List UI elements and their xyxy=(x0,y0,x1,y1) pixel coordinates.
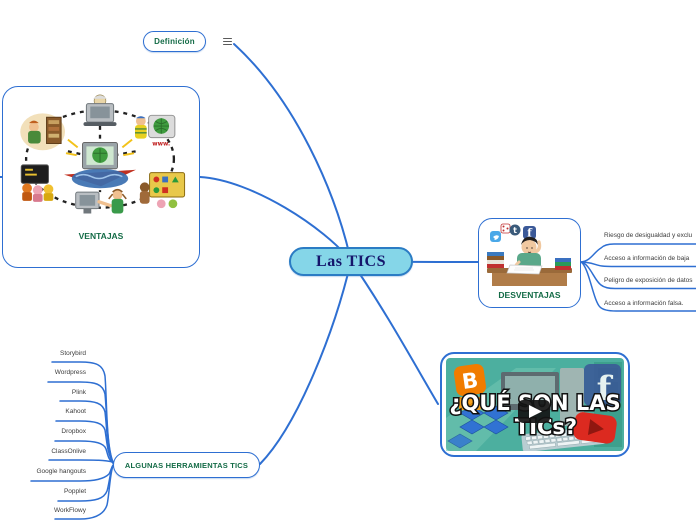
edge-tools-item-3 xyxy=(55,420,114,464)
edge-tools-item-4 xyxy=(54,440,114,464)
tool-item-wordpress[interactable]: Wordpress xyxy=(54,369,86,376)
edge-desventajas-item-0 xyxy=(580,243,696,263)
desventaja-item-baja-calidad[interactable]: Acceso a información de baja xyxy=(604,255,690,262)
svg-text:f: f xyxy=(597,369,614,409)
tumblr-icon xyxy=(509,224,521,236)
edge-desventajas-item-2 xyxy=(580,261,696,290)
topic-definicion[interactable]: Definición xyxy=(143,31,206,52)
ventajas-clipart: www. xyxy=(20,94,186,214)
desventajas-clipart: t f xyxy=(487,223,572,286)
edge-center-definition xyxy=(233,43,352,262)
edge-center-video xyxy=(350,260,439,405)
youtube-icon xyxy=(573,412,617,444)
edge-desventajas-item-3 xyxy=(580,261,696,312)
video-thumbnail: B f ¿QUÉ SON LAS TICs? xyxy=(446,358,624,451)
edge-desventajas-item-1 xyxy=(580,261,696,268)
tool-item-popplet[interactable]: Popplet xyxy=(63,488,86,495)
desventaja-item-desigualdad[interactable]: Riesgo de desigualdad y exclu xyxy=(604,232,693,239)
tool-item-storybird[interactable]: Storybird xyxy=(59,350,86,357)
facebook-icon: f xyxy=(584,364,621,409)
desventaja-item-info-falsa[interactable]: Acceso a información falsa. xyxy=(604,300,684,307)
svg-text:t: t xyxy=(513,226,517,235)
notes-icon[interactable] xyxy=(223,37,232,46)
central-topic[interactable]: Las TICS xyxy=(289,247,413,276)
tool-item-google-hangouts[interactable]: Google hangouts xyxy=(36,468,86,475)
edge-tools-item-8 xyxy=(54,465,114,520)
tool-item-classonlive[interactable]: ClassOnlive xyxy=(51,448,86,455)
tool-item-workflowy[interactable]: WorkFlowy xyxy=(53,507,86,514)
edge-tools-item-5 xyxy=(48,459,114,463)
svg-text:f: f xyxy=(527,227,533,240)
desventaja-item-exposicion[interactable]: Peligro de exposición de datos xyxy=(604,277,693,284)
edge-tools-item-2 xyxy=(59,400,114,464)
svg-text:B: B xyxy=(461,368,480,394)
edge-center-tools xyxy=(259,260,352,465)
tool-item-kahoot[interactable]: Kahoot xyxy=(65,408,86,415)
topic-desventajas[interactable]: t f DESVENTAJAS xyxy=(478,218,581,308)
desventajas-caption: DESVENTAJAS xyxy=(498,290,561,300)
dice-icon xyxy=(500,223,511,234)
facebook-icon xyxy=(523,226,536,239)
envelope-icon xyxy=(459,397,481,410)
topic-herramientas[interactable]: ALGUNAS HERRAMIENTAS TICS xyxy=(113,452,260,478)
tool-item-dropbox[interactable]: Dropbox xyxy=(61,428,86,435)
tool-item-plink[interactable]: Plink xyxy=(71,389,86,396)
topic-ventajas[interactable]: www. VENTAJAS xyxy=(2,86,200,268)
ventajas-caption: VENTAJAS xyxy=(78,231,124,241)
play-button[interactable] xyxy=(518,400,550,423)
topic-video[interactable]: B f ¿QUÉ SON LAS TICs? xyxy=(440,352,630,457)
svg-text:www.: www. xyxy=(152,141,170,147)
blogger-icon: B xyxy=(453,363,487,397)
